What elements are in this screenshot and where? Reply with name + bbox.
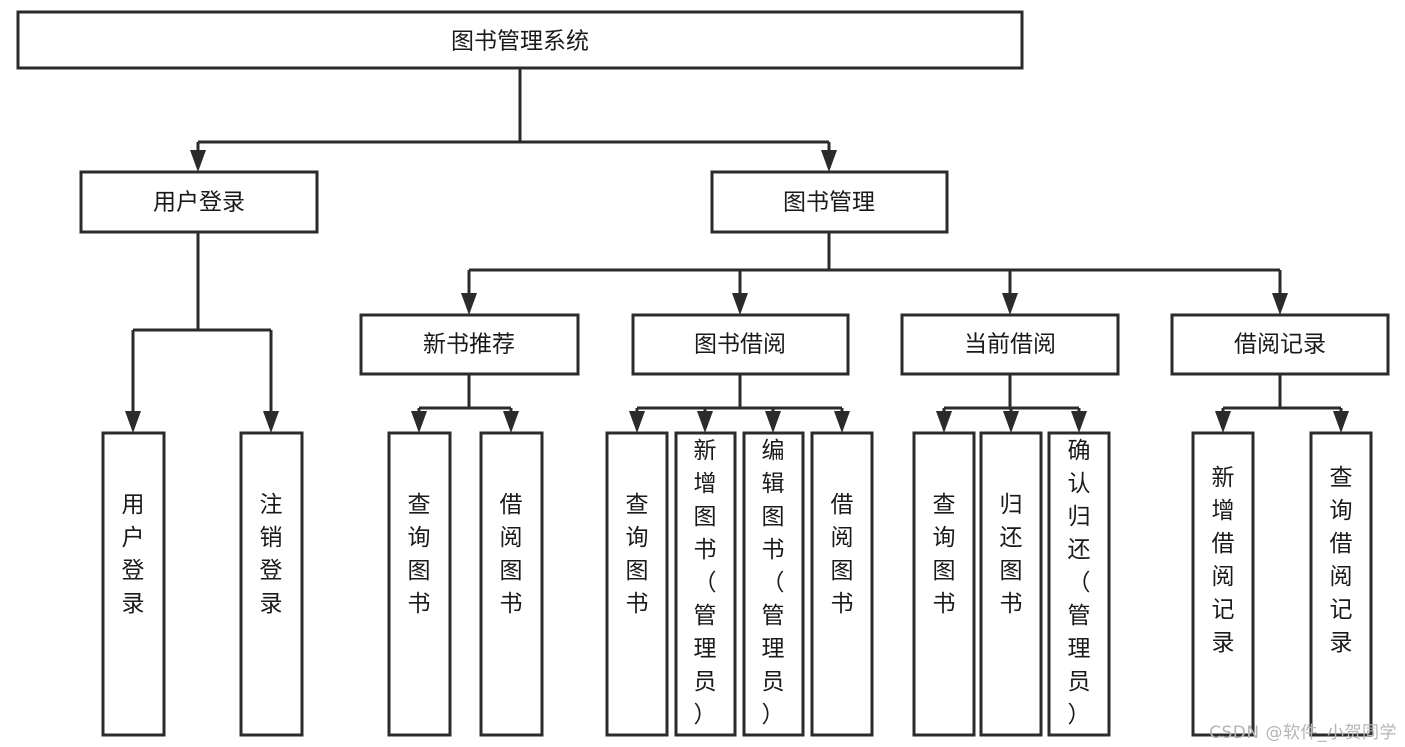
leaf-label: 新增借阅记录 <box>1212 465 1235 656</box>
leaf-box[interactable] <box>979 431 1043 737</box>
leaf-node[interactable]: 用户登录 <box>101 431 166 737</box>
node-current-borrow-label: 当前借阅 <box>964 332 1056 358</box>
leaf-node[interactable]: 借阅图书 <box>479 431 544 737</box>
arrow-to-user-login <box>190 150 206 172</box>
leaf-box[interactable] <box>1191 431 1255 737</box>
leaf-box[interactable] <box>387 431 452 737</box>
leaf-node[interactable]: 查询借阅记录 <box>1309 431 1373 737</box>
leaf-node[interactable]: 编辑图书（管理员） <box>742 431 805 737</box>
leaf-box[interactable] <box>239 431 304 737</box>
arrow-ul-leaf-2 <box>263 411 279 433</box>
leaf-box[interactable] <box>479 431 544 737</box>
leaf-node[interactable]: 借阅图书 <box>810 431 874 737</box>
leaf-label: 查询图书 <box>626 492 649 617</box>
arrow-bb-leaf-3 <box>765 411 781 433</box>
node-root-box[interactable] <box>16 10 1024 70</box>
node-borrow-records[interactable]: 借阅记录 <box>1170 313 1390 376</box>
leaf-label: 归还图书 <box>1000 492 1023 617</box>
leaf-node[interactable]: 查询图书 <box>605 431 669 737</box>
arrow-ul-leaf-1 <box>125 411 141 433</box>
arrow-rc-leaf-1 <box>1215 411 1231 433</box>
edge-layer <box>125 68 1349 433</box>
leaf-box[interactable] <box>101 431 166 737</box>
leaf-node[interactable]: 归还图书 <box>979 431 1043 737</box>
node-book-management-label: 图书管理 <box>783 190 875 216</box>
leaf-box[interactable] <box>674 431 737 737</box>
leaf-label: 用户登录 <box>122 492 145 617</box>
leaf-label: 借阅图书 <box>831 492 854 617</box>
arrow-to-new-book <box>461 293 477 315</box>
node-current-borrow-box[interactable] <box>900 313 1120 376</box>
arrow-rc-leaf-2 <box>1333 411 1349 433</box>
arrow-to-borrow <box>732 293 748 315</box>
leaf-node[interactable]: 新增图书（管理员） <box>674 431 737 737</box>
node-book-borrow-label: 图书借阅 <box>694 332 786 358</box>
leaf-label: 查询图书 <box>933 492 956 617</box>
leaf-node[interactable]: 注销登录 <box>239 431 304 737</box>
node-root-label: 图书管理系统 <box>451 29 589 55</box>
arrow-to-current-borrow <box>1002 293 1018 315</box>
leaf-label: 查询图书 <box>408 492 431 617</box>
node-user-login[interactable]: 用户登录 <box>79 170 319 234</box>
leaf-node[interactable]: 确认归还（管理员） <box>1047 431 1111 737</box>
node-borrow-records-box[interactable] <box>1170 313 1390 376</box>
leaf-label: 确认归还（管理员） <box>1068 438 1091 728</box>
leaf-label: 新增图书（管理员） <box>694 438 717 728</box>
leaf-box[interactable] <box>1047 431 1111 737</box>
leaf-box[interactable] <box>1309 431 1373 737</box>
arrow-nb-leaf-1 <box>411 411 427 433</box>
leaf-label: 借阅图书 <box>500 492 523 617</box>
leaf-box[interactable] <box>810 431 874 737</box>
leaf-node[interactable]: 查询图书 <box>387 431 452 737</box>
node-new-book-recommend-label: 新书推荐 <box>423 332 515 358</box>
leaf-box[interactable] <box>742 431 805 737</box>
arrow-cb-leaf-1 <box>936 411 952 433</box>
leaf-node[interactable]: 查询图书 <box>912 431 976 737</box>
node-book-management-box[interactable] <box>710 170 949 234</box>
node-book-borrow-box[interactable] <box>631 313 850 376</box>
node-new-book-recommend-box[interactable] <box>359 313 580 376</box>
node-current-borrow[interactable]: 当前借阅 <box>900 313 1120 376</box>
leaf-label: 编辑图书（管理员） <box>762 438 785 728</box>
arrow-cb-leaf-2 <box>1003 411 1019 433</box>
arrow-bb-leaf-1 <box>629 411 645 433</box>
arrow-to-book-mgmt <box>821 150 837 172</box>
arrow-bb-leaf-4 <box>834 411 850 433</box>
node-root[interactable]: 图书管理系统 <box>16 10 1024 70</box>
node-user-login-label: 用户登录 <box>153 190 245 216</box>
arrow-cb-leaf-3 <box>1071 411 1087 433</box>
leaf-label: 注销登录 <box>260 492 283 617</box>
node-book-borrow[interactable]: 图书借阅 <box>631 313 850 376</box>
node-new-book-recommend[interactable]: 新书推荐 <box>359 313 580 376</box>
arrow-to-records <box>1272 293 1288 315</box>
watermark-text: CSDN @软件_小贺同学 <box>1209 723 1397 743</box>
node-book-management[interactable]: 图书管理 <box>710 170 949 234</box>
leaf-box[interactable] <box>605 431 669 737</box>
leaf-box[interactable] <box>912 431 976 737</box>
node-borrow-records-label: 借阅记录 <box>1234 332 1326 358</box>
arrow-nb-leaf-2 <box>503 411 519 433</box>
leaf-node[interactable]: 新增借阅记录 <box>1191 431 1255 737</box>
arrow-bb-leaf-2 <box>697 411 713 433</box>
node-user-login-box[interactable] <box>79 170 319 234</box>
leaf-label: 查询借阅记录 <box>1330 465 1353 656</box>
